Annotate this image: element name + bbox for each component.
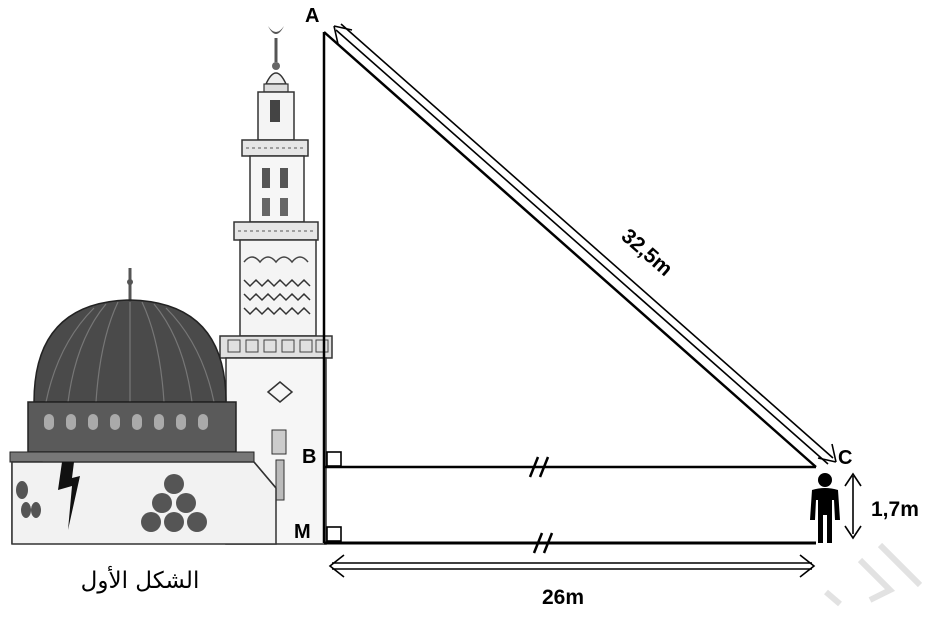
mosque-icon (9, 26, 333, 545)
label-point-b: B (302, 446, 316, 468)
dimension-arrow-ac (333, 23, 837, 465)
dimension-arrow-base (328, 554, 816, 578)
right-angle-marker-m (326, 526, 342, 542)
base-length-label: 26m (542, 586, 584, 609)
triangle-abc (322, 31, 817, 545)
label-point-a: A (305, 5, 319, 27)
person-icon (810, 473, 840, 543)
equal-tick-bc (528, 456, 550, 478)
label-point-c: C (838, 447, 852, 469)
equal-tick-mn (532, 532, 554, 554)
dimension-arrow-height (844, 472, 862, 540)
right-angle-marker-b (326, 451, 342, 467)
hypotenuse-length-label: 32,5m (617, 224, 677, 280)
segment-ac (323, 31, 817, 468)
figure-caption: الشكل الأول (81, 566, 200, 594)
label-point-m: M (294, 521, 311, 543)
watermark-decoration (824, 542, 923, 607)
person-height-label: 1,7m (871, 498, 919, 521)
